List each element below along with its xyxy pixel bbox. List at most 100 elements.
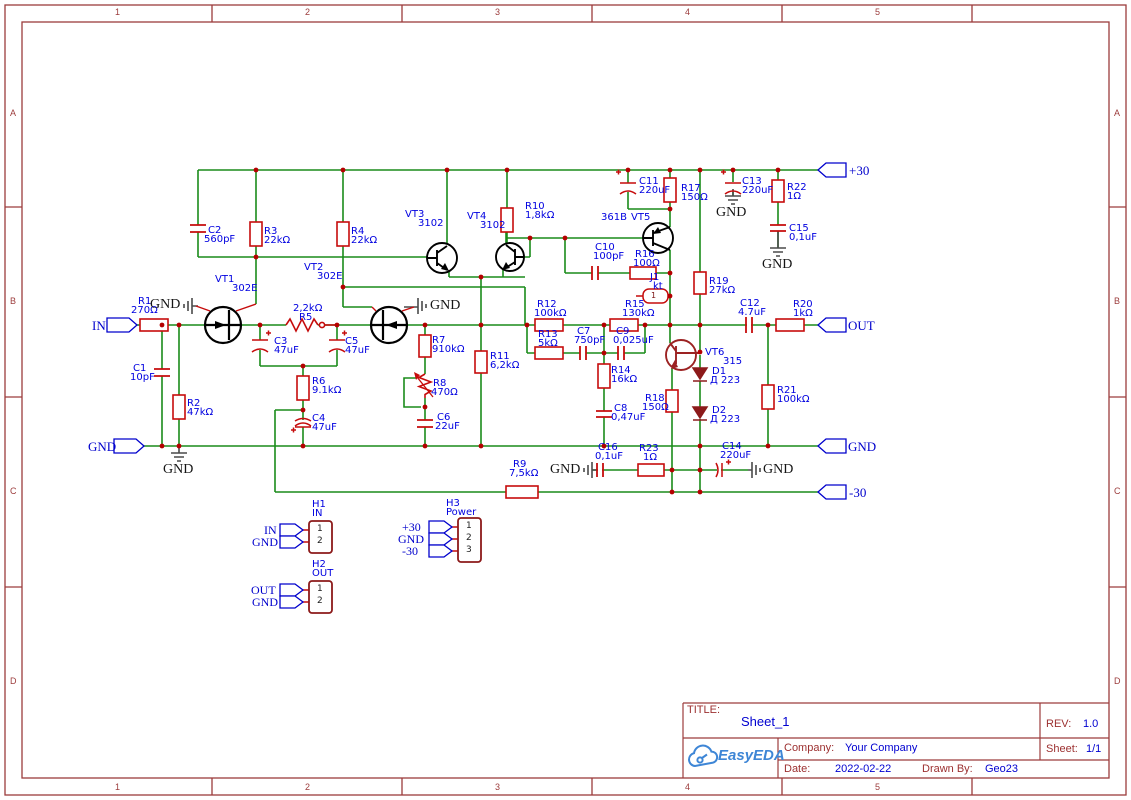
label-C13-ref[interactable]: C13	[742, 176, 762, 187]
label-D1-ref[interactable]: D1	[712, 366, 727, 377]
label-C16-val[interactable]: 0,1uF	[595, 451, 623, 462]
label-R4-ref[interactable]: R4	[351, 226, 365, 237]
label-R16-val[interactable]: 100Ω	[633, 258, 660, 269]
label-C8-ref[interactable]: C8	[614, 403, 628, 414]
label-VT3-ref[interactable]: VT3	[405, 209, 425, 220]
label-C11-val[interactable]: 220uF	[639, 185, 671, 196]
label-C12-val[interactable]: 4.7uF	[738, 307, 766, 318]
label-J1-val[interactable]: kt	[653, 281, 663, 292]
label-R21-ref[interactable]: R21	[777, 385, 797, 396]
label-D1-val[interactable]: Д 223	[710, 375, 741, 386]
label-R20-val[interactable]: 1kΩ	[793, 308, 813, 319]
label-VT3-val[interactable]: 3102	[418, 218, 444, 229]
port-gnd-right-label[interactable]: GND	[848, 439, 877, 454]
label-R14-val[interactable]: 16kΩ	[611, 374, 638, 385]
port-h3-gnd-label[interactable]: GND	[398, 532, 424, 546]
label-C6-val[interactable]: 22uF	[435, 421, 460, 432]
label-D2-ref[interactable]: D2	[712, 405, 727, 416]
label-VT6-ref[interactable]: VT6	[705, 347, 725, 358]
label-H3-ref[interactable]: H3	[446, 498, 460, 509]
label-VT5-ref[interactable]: VT5	[631, 212, 651, 223]
label-R15-val[interactable]: 130kΩ	[622, 308, 655, 319]
label-R5-val[interactable]: 2,2kΩ	[293, 303, 323, 314]
net-ports[interactable]	[106, 162, 847, 609]
label-R13-val[interactable]: 5kΩ	[538, 338, 558, 349]
transistors[interactable]	[195, 222, 700, 371]
label-R3-ref[interactable]: R3	[264, 226, 278, 237]
port-h2-gnd-label[interactable]: GND	[252, 595, 278, 609]
port-out-label[interactable]: OUT	[848, 318, 875, 333]
label-R3-val[interactable]: 22kΩ	[264, 235, 291, 246]
label-VT1-val[interactable]: 302E	[232, 283, 258, 294]
label-H2-val[interactable]: OUT	[312, 568, 334, 579]
label-R16-ref[interactable]: R16	[635, 249, 655, 260]
label-C2-val[interactable]: 560pF	[204, 234, 236, 245]
label-H1-ref[interactable]: H1	[312, 499, 326, 510]
port-h3-p30-label[interactable]: +30	[402, 520, 421, 534]
label-R9-ref[interactable]: R9	[513, 459, 527, 470]
label-VT6-val[interactable]: 315	[723, 356, 743, 367]
port-h1-gnd-label[interactable]: GND	[252, 535, 278, 549]
label-R19-ref[interactable]: R19	[709, 276, 729, 287]
label-R8-val[interactable]: 470Ω	[431, 387, 458, 398]
label-H3-val[interactable]: Power	[446, 507, 477, 518]
port-h2-out-label[interactable]: OUT	[251, 583, 276, 597]
label-H2-ref[interactable]: H2	[312, 559, 326, 570]
label-C10-ref[interactable]: C10	[595, 242, 615, 253]
label-R9-val[interactable]: 7,5kΩ	[509, 468, 539, 479]
label-C3-ref[interactable]: C3	[274, 336, 288, 347]
port-in-label[interactable]: IN	[92, 318, 106, 333]
label-R2-val[interactable]: 47kΩ	[187, 407, 214, 418]
label-C16-ref[interactable]: C16	[598, 442, 618, 453]
label-C3-val[interactable]: 47uF	[274, 345, 299, 356]
label-VT4-ref[interactable]: VT4	[467, 211, 487, 222]
label-VT5-val[interactable]: 361B	[601, 212, 627, 223]
label-R23-val[interactable]: 1Ω	[643, 452, 658, 463]
label-R15-ref[interactable]: R15	[625, 299, 645, 310]
label-R18-ref[interactable]: R18	[645, 393, 665, 404]
label-C5-val[interactable]: 47uF	[345, 345, 370, 356]
port-h1-in-label[interactable]: IN	[264, 523, 277, 537]
label-C14-val[interactable]: 220uF	[720, 450, 752, 461]
label-C13-val[interactable]: 220uF	[742, 185, 774, 196]
label-R11-val[interactable]: 6,2kΩ	[490, 360, 520, 371]
label-VT2-ref[interactable]: VT2	[304, 262, 324, 273]
label-C7-ref[interactable]: C7	[577, 326, 591, 337]
label-R4-val[interactable]: 22kΩ	[351, 235, 378, 246]
label-C1-val[interactable]: 10pF	[130, 372, 155, 383]
diodes[interactable]	[691, 367, 709, 421]
label-C10-val[interactable]: 100pF	[593, 251, 625, 262]
label-R20-ref[interactable]: R20	[793, 299, 813, 310]
label-R10-ref[interactable]: R10	[525, 201, 545, 212]
label-C9-ref[interactable]: C9	[616, 326, 630, 337]
label-C12-ref[interactable]: C12	[740, 298, 760, 309]
label-R1-val[interactable]: 270Ω	[131, 305, 158, 316]
label-C4-ref[interactable]: C4	[312, 413, 326, 424]
label-C2-ref[interactable]: C2	[208, 225, 222, 236]
capacitors[interactable]	[154, 169, 786, 478]
label-R10-val[interactable]: 1,8kΩ	[525, 210, 555, 221]
label-R17-ref[interactable]: R17	[681, 183, 701, 194]
label-VT1-ref[interactable]: VT1	[215, 274, 235, 285]
label-R5-ref[interactable]: R5	[299, 312, 313, 323]
label-R11-ref[interactable]: R11	[490, 351, 510, 362]
label-R13-ref[interactable]: R13	[538, 329, 558, 340]
label-C11-ref[interactable]: C11	[639, 176, 659, 187]
connectors[interactable]	[303, 517, 482, 614]
label-J1-ref[interactable]: J1	[650, 272, 660, 283]
label-R22-ref[interactable]: R22	[787, 182, 807, 193]
sheet-title[interactable]: Sheet_1	[741, 714, 790, 729]
label-R14-ref[interactable]: R14	[611, 365, 631, 376]
gnd-symbols[interactable]	[171, 189, 786, 478]
label-VT2-val[interactable]: 302E	[317, 271, 343, 282]
label-R6-val[interactable]: 9.1kΩ	[312, 385, 342, 396]
label-R12-val[interactable]: 100kΩ	[534, 308, 567, 319]
label-C6-ref[interactable]: C6	[437, 412, 451, 423]
port-gnd-left-label[interactable]: GND	[88, 439, 117, 454]
label-C15-ref[interactable]: C15	[789, 223, 809, 234]
label-R23-ref[interactable]: R23	[639, 443, 659, 454]
label-R2-ref[interactable]: R2	[187, 398, 201, 409]
port-p30-label[interactable]: +30	[849, 163, 870, 178]
label-R8-ref[interactable]: R8	[433, 378, 447, 389]
